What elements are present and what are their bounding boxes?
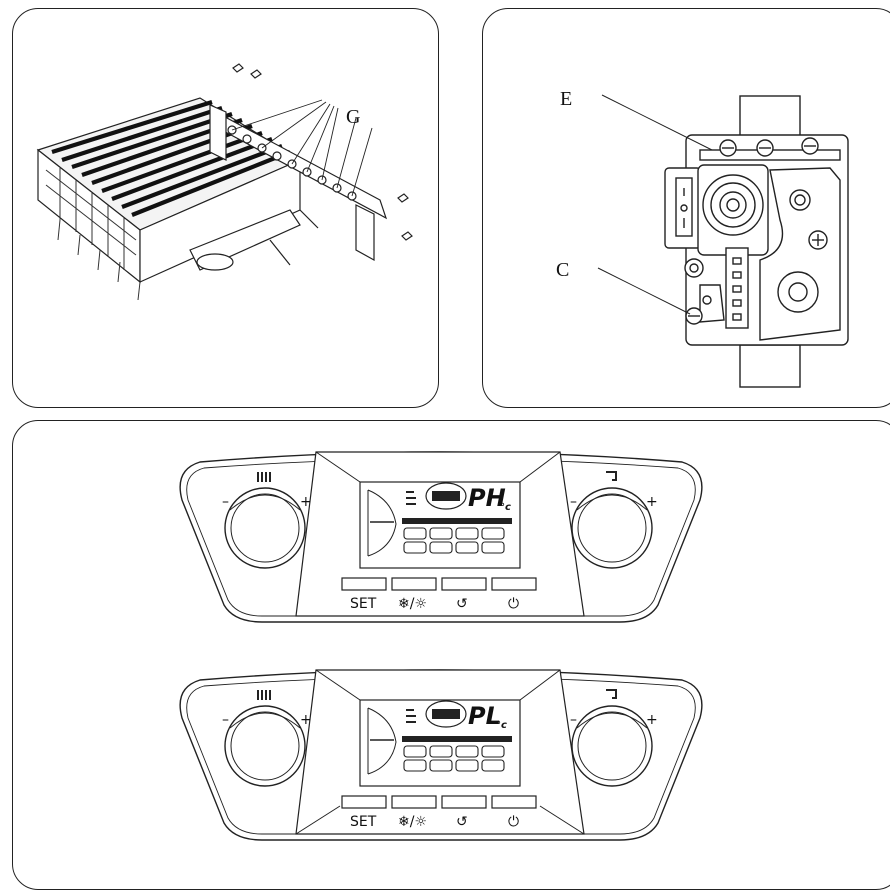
svg-text:+: + xyxy=(646,712,658,728)
control-panel-2: PL °c SET ❄/☼ ↺ ⏻ – + xyxy=(179,669,703,841)
button-label-reset-2: ↺ xyxy=(456,814,468,830)
button-mode-2[interactable] xyxy=(391,795,437,809)
svg-text:–: – xyxy=(570,712,577,728)
svg-text:–: – xyxy=(570,494,577,510)
display-code-2: PL xyxy=(468,702,501,730)
label-g: G xyxy=(346,106,360,128)
button-power-2[interactable] xyxy=(491,795,537,809)
tap-icon xyxy=(606,689,617,699)
heating-knob-2[interactable] xyxy=(224,705,306,787)
radiator-icon xyxy=(257,690,271,700)
button-label-power-1: ⏻ xyxy=(508,596,519,612)
display-unit-2: °c xyxy=(496,720,507,731)
button-label-power-2: ⏻ xyxy=(508,814,519,830)
button-label-set-2: SET xyxy=(350,814,377,830)
label-e: E xyxy=(560,88,572,110)
button-label-set-1: SET xyxy=(350,596,377,612)
svg-text:–: – xyxy=(222,494,229,510)
button-label-mode-2: ❄/☼ xyxy=(398,814,427,830)
button-set-2[interactable] xyxy=(341,795,387,809)
control-panel-1: PH °c SET ❄/☼ ↺ ⏻ – + xyxy=(179,451,703,623)
svg-text:–: – xyxy=(222,712,229,728)
button-power-1[interactable] xyxy=(491,577,537,591)
button-mode-1[interactable] xyxy=(391,577,437,591)
radiator-icon xyxy=(257,472,271,482)
dhw-knob-1[interactable] xyxy=(571,487,653,569)
button-set-1[interactable] xyxy=(341,577,387,591)
tap-icon xyxy=(606,471,617,481)
display-code-1: PH xyxy=(468,484,506,512)
dhw-knob-2[interactable] xyxy=(571,705,653,787)
svg-text:+: + xyxy=(646,494,658,510)
svg-text:+: + xyxy=(300,494,312,510)
display-unit-1: °c xyxy=(500,502,511,513)
button-label-mode-1: ❄/☼ xyxy=(398,596,427,612)
heating-knob-1[interactable] xyxy=(224,487,306,569)
button-reset-2[interactable] xyxy=(441,795,487,809)
button-label-reset-1: ↺ xyxy=(456,596,468,612)
label-c: C xyxy=(556,259,569,281)
svg-text:+: + xyxy=(300,712,312,728)
button-reset-1[interactable] xyxy=(441,577,487,591)
